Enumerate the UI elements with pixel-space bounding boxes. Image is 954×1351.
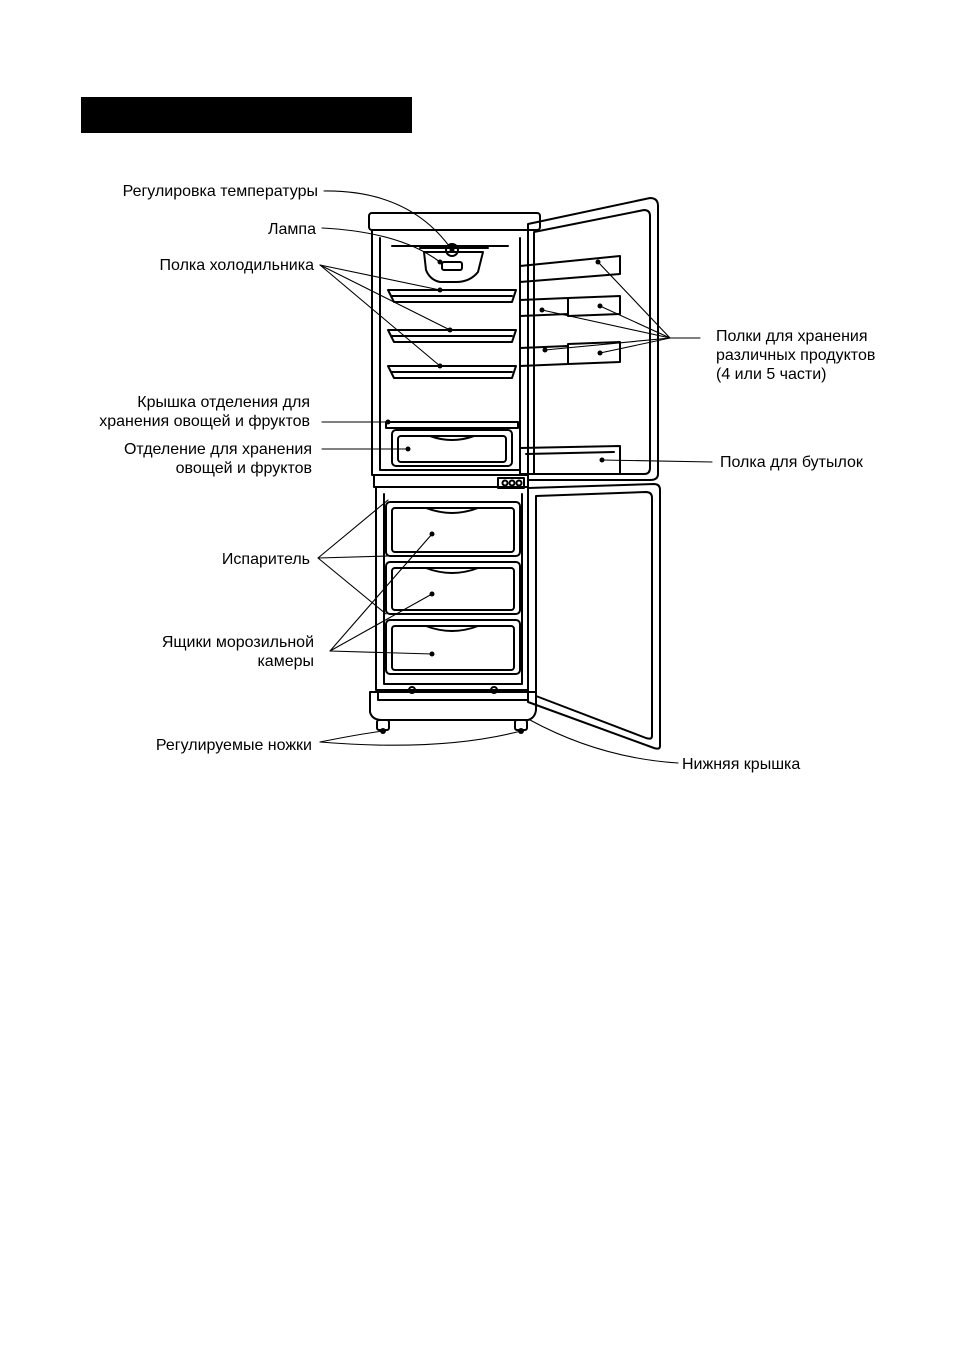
label-freezer-drawers-line1: Ящики морозильной [162, 633, 314, 652]
label-door-shelves: Полки для хранения различных продуктов (… [716, 327, 875, 384]
upper-door [520, 198, 658, 480]
label-freezer-drawers: Ящики морозильной камеры [162, 633, 314, 671]
fridge-shelves [388, 290, 516, 378]
label-door-shelves-line1: Полки для хранения [716, 327, 875, 346]
label-door-shelves-line2: различных продуктов [716, 346, 875, 365]
freezer-drawers [386, 502, 520, 674]
label-crisper-cover-line2: хранения овощей и фруктов [99, 412, 310, 431]
label-bottom-cover: Нижняя крышка [682, 755, 800, 774]
label-evaporator: Испаритель [222, 550, 310, 569]
label-fridge-shelf: Полка холодильника [160, 256, 314, 275]
lower-door [528, 484, 660, 749]
label-adjustable-feet: Регулируемые ножки [156, 736, 312, 755]
label-door-shelves-line3: (4 или 5 части) [716, 365, 875, 384]
label-crisper-line1: Отделение для хранения [124, 440, 312, 459]
crisper-unit [386, 422, 518, 466]
label-bottle-shelf: Полка для бутылок [720, 453, 863, 472]
label-crisper-line2: овощей и фруктов [124, 459, 312, 478]
label-temp-control: Регулировка температуры [123, 182, 318, 201]
label-crisper: Отделение для хранения овощей и фруктов [124, 440, 312, 478]
label-lamp: Лампа [268, 220, 316, 239]
label-freezer-drawers-line2: камеры [162, 652, 314, 671]
label-crisper-cover-line1: Крышка отделения для [99, 393, 310, 412]
label-crisper-cover: Крышка отделения для хранения овощей и ф… [99, 393, 310, 431]
